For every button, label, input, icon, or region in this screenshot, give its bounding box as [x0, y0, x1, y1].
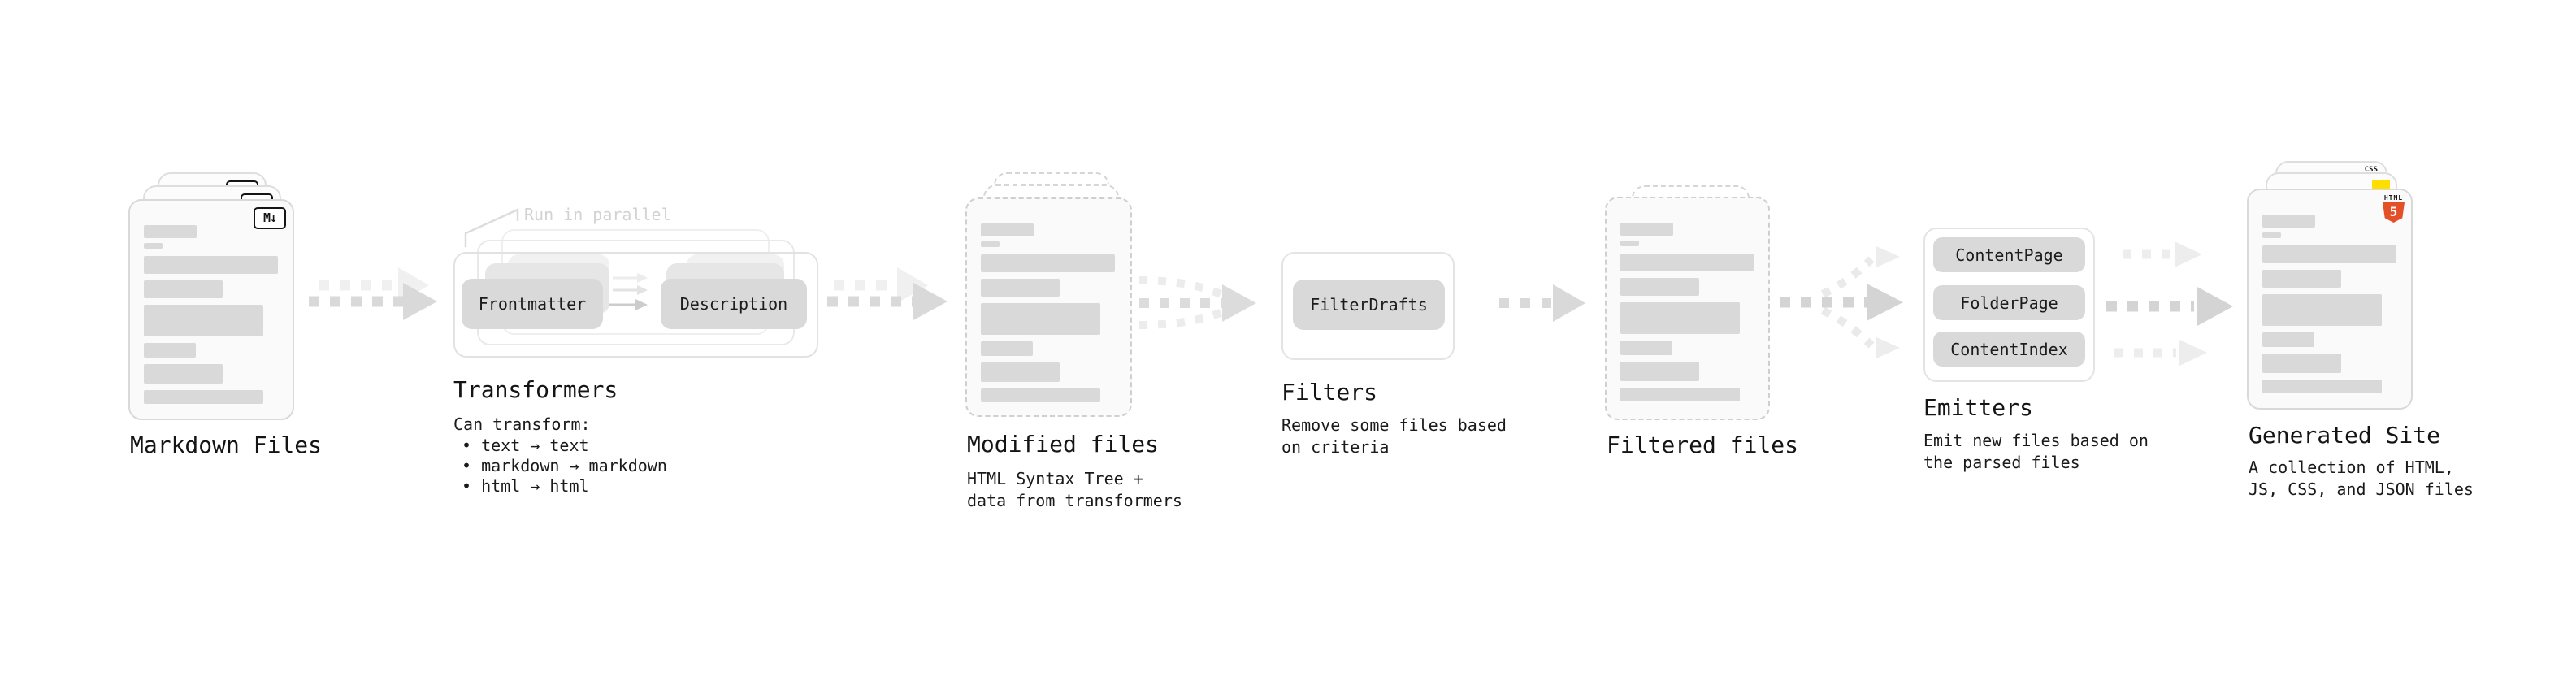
doc-line — [2262, 270, 2341, 288]
bullet-item: • text → text — [462, 436, 589, 455]
doc-line — [2262, 354, 2341, 373]
modified-files-description: HTML Syntax Tree + data from transformer… — [967, 469, 1182, 510]
markdown-icon: M↓ — [254, 207, 286, 229]
filtered-file-front — [1605, 197, 1770, 420]
doc-line — [1620, 340, 1672, 355]
markdown-file-front: M↓ — [128, 199, 294, 420]
doc-line — [1620, 388, 1740, 401]
emitters-description: Emit new files based on the parsed files — [1923, 431, 2149, 472]
modified-file-front — [965, 197, 1132, 417]
doc-line — [1620, 223, 1673, 236]
html5-icon-label: HTML — [2383, 194, 2404, 202]
doc-line — [144, 343, 196, 358]
doc-line — [144, 305, 263, 336]
doc-line — [981, 362, 1060, 382]
doc-line — [1620, 302, 1740, 334]
bullet-item: • html → html — [462, 476, 589, 496]
filtered-files-title: Filtered files — [1607, 432, 1799, 458]
doc-line — [1620, 254, 1754, 271]
transformers-bullets: • text → text • markdown → markdown • ht… — [462, 436, 667, 497]
folderpage-chip: FolderPage — [1933, 285, 2085, 320]
doc-line — [144, 225, 197, 238]
description-chip: Description — [661, 279, 807, 329]
doc-line — [981, 241, 1000, 247]
run-in-parallel-note: Run in parallel — [524, 205, 671, 224]
generated-site-title: Generated Site — [2249, 422, 2441, 449]
doc-line — [2262, 294, 2382, 326]
doc-line — [144, 364, 223, 384]
doc-line — [981, 388, 1100, 402]
filterdrafts-chip: FilterDrafts — [1293, 280, 1445, 330]
markdown-files-title: Markdown Files — [130, 432, 323, 458]
emitters-title: Emitters — [1923, 394, 2033, 421]
doc-line — [144, 390, 263, 404]
doc-line — [1620, 278, 1699, 296]
doc-line — [2262, 232, 2281, 238]
doc-line — [144, 256, 278, 274]
doc-line — [144, 243, 163, 249]
doc-line — [981, 254, 1115, 272]
transformers-subtitle: Can transform: — [453, 414, 591, 434]
html5-icon: HTML 5 — [2383, 194, 2405, 223]
doc-line — [981, 223, 1034, 236]
doc-line — [2262, 332, 2314, 347]
doc-line — [981, 341, 1033, 356]
arrows-emitters-to-generated — [2106, 241, 2233, 366]
doc-line — [981, 303, 1100, 335]
filters-description: Remove some files based on criteria — [1281, 415, 1507, 457]
doc-line — [144, 280, 223, 298]
contentpage-chip: ContentPage — [1933, 237, 2085, 272]
transformers-box — [453, 252, 818, 358]
js-icon — [2372, 180, 2390, 190]
arrow-modified-to-filters — [1138, 276, 1256, 329]
generated-file-front: HTML 5 — [2247, 189, 2413, 410]
arrow-markdown-to-transformers — [309, 267, 437, 320]
modified-files-title: Modified files — [967, 431, 1160, 458]
arrow-filters-to-filtered — [1499, 284, 1585, 322]
doc-line — [2262, 380, 2382, 393]
arrow-transformers-to-modified — [827, 267, 948, 320]
doc-line — [2262, 245, 2396, 263]
transformers-title: Transformers — [453, 376, 618, 403]
doc-line — [1620, 241, 1639, 246]
html5-icon-shield: 5 — [2383, 202, 2405, 223]
doc-line — [1620, 362, 1699, 381]
bullet-item: • markdown → markdown — [462, 456, 667, 475]
contentindex-chip: ContentIndex — [1933, 332, 2085, 367]
arrow-filtered-to-emitters — [1780, 246, 1903, 358]
filters-title: Filters — [1281, 379, 1378, 406]
doc-line — [981, 279, 1060, 297]
generated-site-description: A collection of HTML, JS, CSS, and JSON … — [2249, 458, 2474, 499]
frontmatter-chip: Frontmatter — [462, 279, 603, 329]
doc-line — [2262, 215, 2315, 228]
